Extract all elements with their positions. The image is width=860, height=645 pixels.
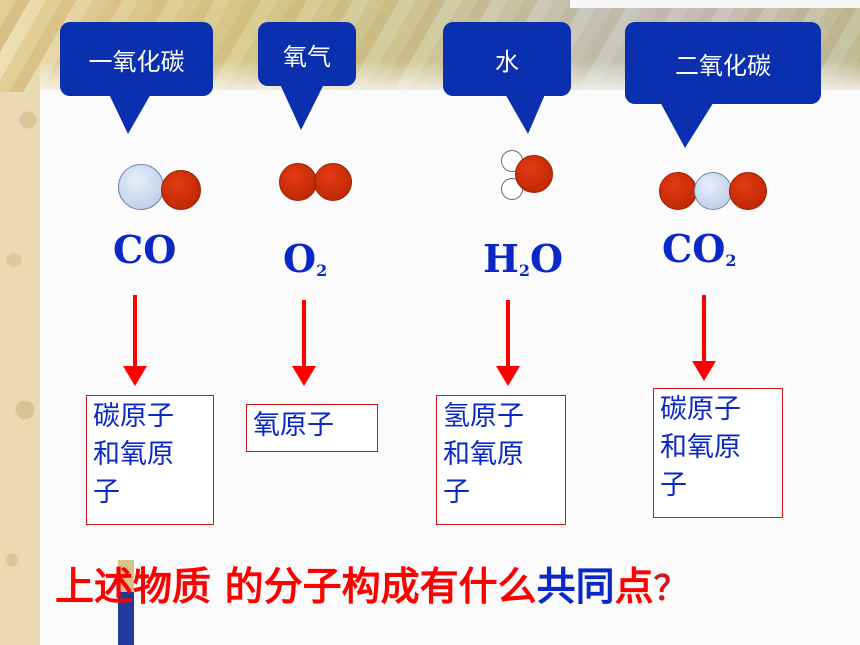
arrow-co2-line	[702, 295, 706, 363]
question-part-4: 点	[614, 565, 654, 610]
answer-box-co-line3: 子	[93, 477, 120, 508]
atom-carbon-co2	[694, 172, 732, 210]
formula-h2o: H2O	[483, 240, 563, 279]
answer-box-co2-line3: 子	[660, 470, 687, 501]
formula-co2-main: CO	[662, 226, 726, 271]
answer-box-o2: 氧原子	[246, 404, 378, 452]
answer-box-co2-line2: 和氧原	[660, 432, 741, 463]
atom-oxygen-co2-right	[729, 172, 767, 210]
answer-box-h2o: 氢原子 和氧原 子	[436, 395, 566, 525]
answer-box-co-line1: 碳原子	[93, 401, 174, 432]
arrow-co-line	[133, 295, 137, 368]
formula-co2-sub: 2	[725, 251, 737, 270]
callout-carbon-monoxide: 一氧化碳	[60, 22, 213, 96]
answer-box-co-line2: 和氧原	[93, 439, 174, 470]
formula-co: CO	[113, 231, 176, 269]
background-corner	[570, 0, 860, 8]
formula-co-main: CO	[113, 227, 177, 272]
atom-oxygen-h2o	[515, 155, 553, 193]
callout-label-co: 一氧化碳	[88, 47, 185, 76]
formula-co2: CO2	[662, 230, 737, 269]
callout-label-co2: 二氧化碳	[675, 51, 771, 80]
callout-carbon-dioxide: 二氧化碳	[625, 22, 821, 104]
formula-h2o-pre: H	[483, 236, 519, 281]
arrow-co2-head	[692, 361, 716, 381]
arrow-h2o-line	[506, 300, 510, 368]
arrow-h2o-head	[496, 366, 520, 386]
answer-box-h2o-line1: 氢原子	[443, 401, 524, 432]
atom-carbon-co	[118, 164, 164, 210]
question-mark: ？	[653, 569, 688, 609]
callout-oxygen: 氧气	[258, 22, 356, 86]
question-text: 上述物质 的分子构成有什么共同点？	[55, 556, 845, 610]
atom-oxygen-o2-left	[279, 163, 317, 201]
callout-pointer-co	[108, 92, 152, 134]
background-left-strip	[0, 0, 40, 645]
decorative-bar-base	[118, 560, 134, 594]
formula-h2o-sub: 2	[518, 261, 531, 280]
callout-label-o2: 氧气	[283, 42, 331, 71]
question-part-1: 上述物质	[55, 565, 212, 610]
arrow-o2-head	[292, 366, 316, 386]
atom-oxygen-co	[161, 170, 201, 210]
atom-oxygen-o2-right	[314, 163, 352, 201]
callout-label-h2o: 水	[495, 47, 519, 76]
answer-box-co: 碳原子 和氧原 子	[86, 395, 214, 525]
callout-pointer-h2o	[504, 92, 546, 134]
arrow-co-head	[123, 366, 147, 386]
decorative-blue-bar	[118, 592, 134, 645]
atom-oxygen-co2-left	[659, 172, 697, 210]
answer-box-co2-line1: 碳原子	[660, 394, 741, 425]
formula-o2-main: O	[283, 236, 317, 281]
callout-pointer-co2	[659, 100, 715, 148]
callout-pointer-o2	[279, 82, 325, 130]
arrow-o2-line	[302, 300, 306, 368]
question-part-2: 的分子构成有什么	[211, 565, 537, 610]
formula-o2-sub: 2	[316, 261, 328, 280]
callout-water: 水	[443, 22, 571, 96]
formula-h2o-post: O	[530, 236, 564, 281]
answer-box-o2-line1: 氧原子	[253, 410, 334, 441]
formula-o2: O2	[283, 240, 327, 279]
answer-box-co2: 碳原子 和氧原 子	[653, 388, 783, 518]
answer-box-h2o-line3: 子	[443, 477, 470, 508]
question-part-3: 共同	[536, 565, 615, 610]
answer-box-h2o-line2: 和氧原	[443, 439, 524, 470]
